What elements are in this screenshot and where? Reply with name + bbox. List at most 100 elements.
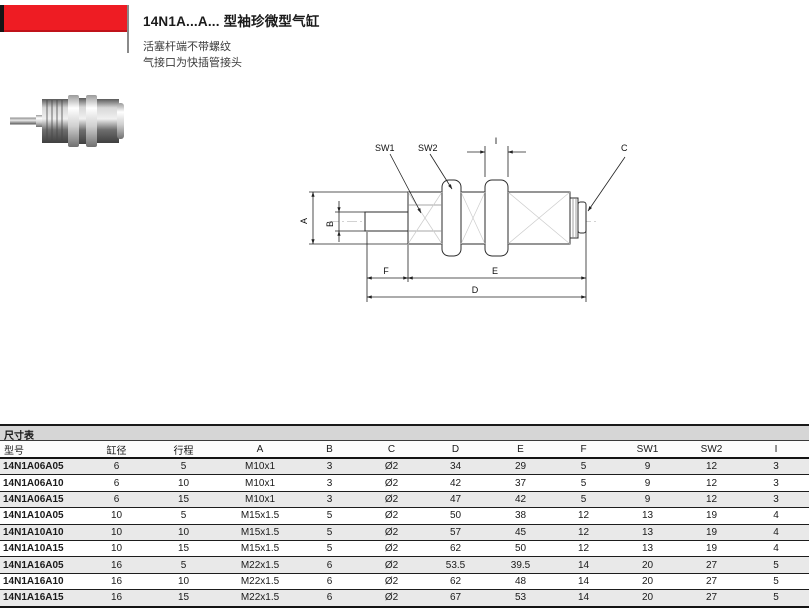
- value-cell: Ø2: [361, 572, 422, 590]
- value-cell: 10: [145, 523, 222, 541]
- column-header: C: [361, 441, 422, 459]
- product-photo: [8, 90, 126, 152]
- value-cell: 3: [743, 457, 809, 475]
- column-header: E: [489, 441, 552, 459]
- cylinder-outline: [364, 179, 587, 257]
- model-cell: 14N1A10A15: [0, 539, 88, 557]
- value-cell: 53: [489, 589, 552, 608]
- dim-label-a: A: [299, 218, 309, 224]
- value-cell: M22x1.5: [222, 572, 298, 590]
- value-cell: 19: [680, 523, 743, 541]
- value-cell: M15x1.5: [222, 539, 298, 557]
- value-cell: 20: [615, 589, 680, 608]
- value-cell: 3: [298, 457, 361, 475]
- value-cell: M22x1.5: [222, 556, 298, 574]
- value-cell: 19: [680, 507, 743, 525]
- column-header: A: [222, 441, 298, 459]
- value-cell: 67: [422, 589, 489, 608]
- value-cell: Ø2: [361, 490, 422, 508]
- value-cell: 3: [743, 490, 809, 508]
- model-cell: 14N1A16A15: [0, 589, 88, 608]
- model-cell: 14N1A06A15: [0, 490, 88, 508]
- value-cell: 62: [422, 539, 489, 557]
- value-cell: 29: [489, 457, 552, 475]
- column-header: 行程: [145, 441, 222, 459]
- banner-divider-line: [127, 5, 129, 53]
- dimension-lines: [309, 146, 626, 302]
- value-cell: 4: [743, 523, 809, 541]
- value-cell: Ø2: [361, 474, 422, 492]
- value-cell: 12: [552, 507, 615, 525]
- value-cell: 57: [422, 523, 489, 541]
- value-cell: 45: [489, 523, 552, 541]
- value-cell: 14: [552, 572, 615, 590]
- value-cell: 38: [489, 507, 552, 525]
- value-cell: 6: [298, 556, 361, 574]
- value-cell: 27: [680, 589, 743, 608]
- value-cell: M10x1: [222, 457, 298, 475]
- dim-label-b: B: [325, 221, 335, 227]
- value-cell: 5: [743, 572, 809, 590]
- value-cell: 34: [422, 457, 489, 475]
- dim-label-sw1: SW1: [375, 143, 395, 153]
- model-cell: 14N1A10A05: [0, 507, 88, 525]
- value-cell: 5: [145, 556, 222, 574]
- value-cell: 12: [680, 490, 743, 508]
- subtitle-line-1: 活塞杆端不带螺纹: [143, 41, 231, 53]
- dim-label-e: E: [492, 266, 498, 276]
- mounting-nut-1: [441, 179, 462, 257]
- model-cell: 14N1A06A10: [0, 474, 88, 492]
- value-cell: Ø2: [361, 507, 422, 525]
- value-cell: 9: [615, 490, 680, 508]
- value-cell: 9: [615, 474, 680, 492]
- red-accent-banner: [0, 5, 128, 32]
- model-cell: 14N1A16A05: [0, 556, 88, 574]
- value-cell: 5: [145, 507, 222, 525]
- value-cell: 10: [88, 539, 145, 557]
- value-cell: 15: [145, 490, 222, 508]
- piston-rod: [364, 211, 410, 232]
- value-cell: Ø2: [361, 589, 422, 608]
- value-cell: 20: [615, 572, 680, 590]
- table-caption: 尺寸表: [0, 424, 809, 442]
- value-cell: 3: [298, 490, 361, 508]
- value-cell: 3: [743, 474, 809, 492]
- value-cell: M10x1: [222, 474, 298, 492]
- value-cell: 6: [88, 490, 145, 508]
- value-cell: 48: [489, 572, 552, 590]
- value-cell: 42: [422, 474, 489, 492]
- drawing-svg: SW1 SW2 I C A B F E D: [299, 136, 628, 302]
- hex-facet-lines: [408, 198, 577, 238]
- value-cell: 5: [298, 523, 361, 541]
- value-cell: 27: [680, 572, 743, 590]
- value-cell: 42: [489, 490, 552, 508]
- value-cell: 16: [88, 556, 145, 574]
- value-cell: 16: [88, 589, 145, 608]
- dim-label-sw2: SW2: [418, 143, 438, 153]
- value-cell: M15x1.5: [222, 507, 298, 525]
- value-cell: 5: [743, 556, 809, 574]
- technical-drawing: SW1 SW2 I C A B F E D: [295, 131, 667, 313]
- column-header: SW1: [615, 441, 680, 459]
- model-cell: 14N1A06A05: [0, 457, 88, 475]
- column-header: B: [298, 441, 361, 459]
- dim-label-f: F: [383, 266, 389, 276]
- value-cell: 5: [552, 457, 615, 475]
- value-cell: 37: [489, 474, 552, 492]
- banner-left-edge: [0, 5, 4, 32]
- value-cell: 6: [88, 474, 145, 492]
- value-cell: 50: [489, 539, 552, 557]
- value-cell: 53.5: [422, 556, 489, 574]
- value-cell: Ø2: [361, 523, 422, 541]
- value-cell: 10: [88, 507, 145, 525]
- thread-crosshatch: [407, 191, 571, 245]
- value-cell: 6: [298, 572, 361, 590]
- dim-label-i: I: [495, 136, 498, 146]
- value-cell: 12: [680, 474, 743, 492]
